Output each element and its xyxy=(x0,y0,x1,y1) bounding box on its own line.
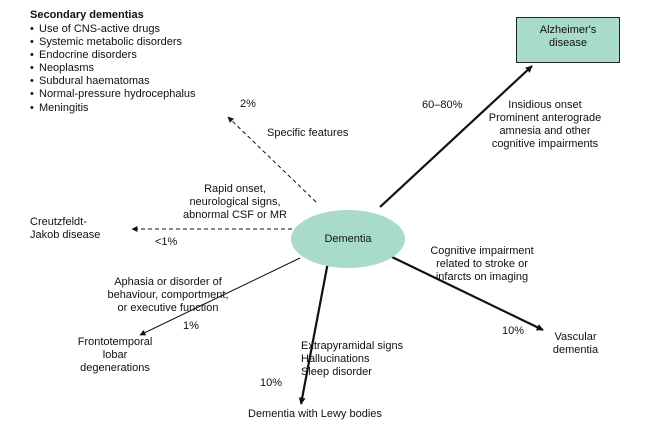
arrow-alzheimer xyxy=(379,65,533,208)
cjd-features: Rapid onset, neurological signs, abnorma… xyxy=(183,183,287,221)
vascular-label: Vascular dementia xyxy=(552,331,599,356)
secondary-item: Use of CNS-active drugs xyxy=(30,23,196,36)
ftld-features: Aphasia or disorder of behaviour, compor… xyxy=(107,276,229,314)
cjd-label: Creutzfeldt- Jakob disease xyxy=(30,216,101,241)
vascular-features: Cognitive impairment related to stroke o… xyxy=(430,245,534,283)
arrow-vascular xyxy=(391,256,544,331)
secondary-item: Meningitis xyxy=(30,102,196,115)
alzheimer-label: Alzheimer's disease xyxy=(539,24,597,49)
dementia-ellipse xyxy=(291,210,405,268)
arrow-secondary xyxy=(227,116,317,203)
lewy-percent: 10% xyxy=(260,377,283,389)
secondary-list: Use of CNS-active drugs Systemic metabol… xyxy=(30,23,196,115)
alzheimer-features: Insidious onset Prominent anterograde am… xyxy=(488,99,602,150)
secondary-item: Endocrine disorders xyxy=(30,49,196,62)
cjd-percent: <1% xyxy=(155,236,178,248)
secondary-item: Systemic metabolic disorders xyxy=(30,36,196,49)
secondary-item: Neoplasms xyxy=(30,62,196,75)
ftld-percent: 1% xyxy=(183,320,199,332)
alzheimer-box xyxy=(516,17,620,63)
lewy-label: Dementia with Lewy bodies xyxy=(248,408,382,420)
secondary-item: Normal-pressure hydrocephalus xyxy=(30,88,196,101)
secondary-item: Subdural haematomas xyxy=(30,75,196,88)
secondary-percent: 2% xyxy=(240,98,256,110)
secondary-features: Specific features xyxy=(267,127,349,139)
dementia-label: Dementia xyxy=(324,233,372,245)
vascular-percent: 10% xyxy=(502,325,525,337)
ftld-label: Frontotemporal lobar degenerations xyxy=(77,336,153,374)
lewy-features: Extrapyramidal signs Hallucinations Slee… xyxy=(301,340,404,378)
alzheimer-percent: 60–80% xyxy=(422,99,463,111)
arrow-ftld xyxy=(139,257,301,336)
secondary-title: Secondary dementias xyxy=(30,9,144,21)
arrow-lewy xyxy=(298,261,330,405)
